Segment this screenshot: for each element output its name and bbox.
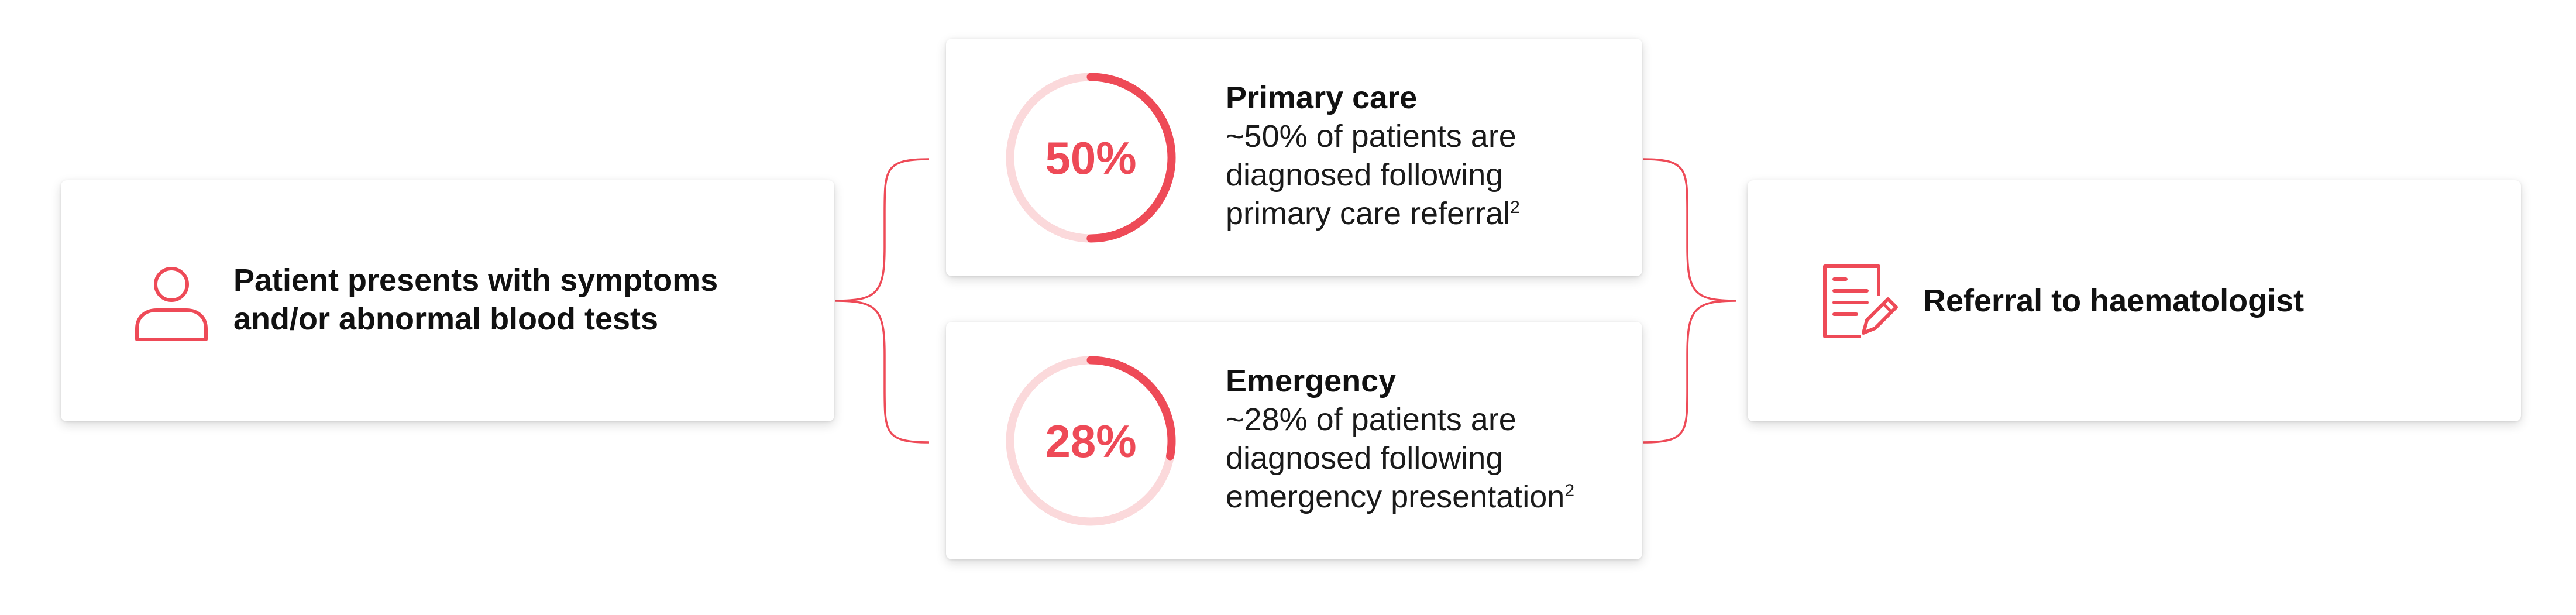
emergency-footnote: 2 xyxy=(1564,481,1575,500)
emergency-desc-line2: diagnosed following xyxy=(1226,441,1504,476)
primary-care-footnote: 2 xyxy=(1510,198,1520,217)
emergency-percent: 28% xyxy=(1045,415,1136,467)
primary-care-desc-line3-text: primary care referral xyxy=(1226,196,1511,231)
person-icon xyxy=(135,267,208,341)
emergency-title: Emergency xyxy=(1226,363,1397,398)
emergency-desc-line3: emergency presentation2 xyxy=(1226,477,1629,516)
emergency-desc-line1: ~28% of patients are xyxy=(1226,402,1516,437)
emergency-desc-line3-text: emergency presentation xyxy=(1226,479,1565,514)
primary-care-desc-line2: diagnosed following xyxy=(1226,157,1504,193)
patient-presents-line1: Patient presents with symptoms xyxy=(233,263,718,298)
referral-label: Referral to haematologist xyxy=(1923,283,2305,318)
primary-care-donut-progress xyxy=(1006,73,1176,243)
primary-care-percent: 50% xyxy=(1045,132,1136,184)
emergency-donut-progress xyxy=(1006,356,1176,526)
primary-care-card: 50% Primary care ~50% of patients are di… xyxy=(946,39,1642,276)
emergency-donut: 28% xyxy=(1006,356,1176,526)
document-edit-icon xyxy=(1823,264,1898,338)
referral-card: Referral to haematologist xyxy=(1748,180,2521,421)
primary-care-title: Primary care xyxy=(1226,80,1418,115)
emergency-text: Emergency ~28% of patients are diagnosed… xyxy=(1226,362,1629,516)
patient-presents-card: Patient presents with symptoms and/or ab… xyxy=(61,180,834,421)
emergency-card: 28% Emergency ~28% of patients are diagn… xyxy=(946,322,1642,559)
right-brace xyxy=(1642,158,1737,444)
primary-care-desc-line1: ~50% of patients are xyxy=(1226,119,1516,154)
primary-care-donut: 50% xyxy=(1006,73,1176,243)
primary-care-desc-line3: primary care referral2 xyxy=(1226,194,1629,233)
patient-presents-line2: and/or abnormal blood tests xyxy=(233,301,659,336)
patient-presents-label: Patient presents with symptoms and/or ab… xyxy=(233,261,718,338)
left-brace xyxy=(835,158,930,444)
primary-care-text: Primary care ~50% of patients are diagno… xyxy=(1226,78,1629,233)
